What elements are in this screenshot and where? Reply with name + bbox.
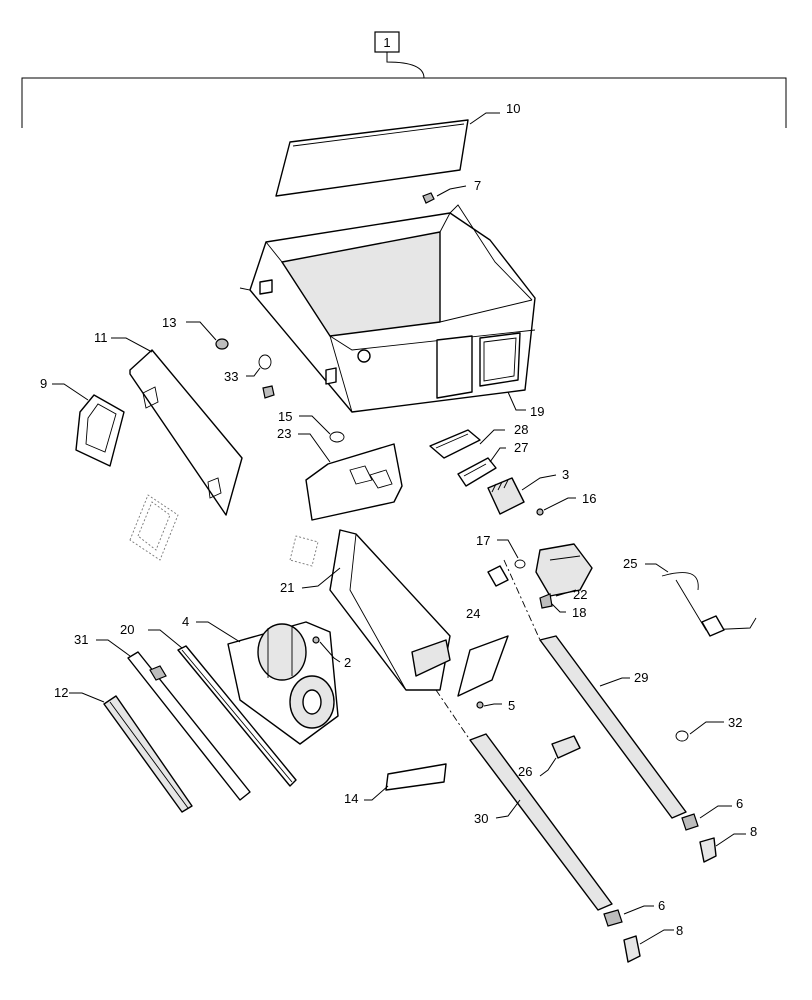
callout-18: 18 bbox=[572, 605, 586, 620]
callout-4: 4 bbox=[182, 614, 189, 629]
callout-16: 16 bbox=[582, 491, 596, 506]
part-8-elbow-upper[interactable] bbox=[699, 833, 746, 863]
callout-25: 25 bbox=[623, 556, 637, 571]
part-27-bracket[interactable] bbox=[457, 447, 506, 487]
assembly-number: 1 bbox=[383, 35, 390, 50]
callout-17: 17 bbox=[476, 533, 490, 548]
callout-8a: 8 bbox=[750, 824, 757, 839]
assembly-bracket bbox=[21, 52, 787, 128]
part-2-screw[interactable] bbox=[312, 636, 341, 663]
callout-30: 30 bbox=[474, 811, 488, 826]
callout-15: 15 bbox=[278, 409, 292, 424]
part-32-oring[interactable] bbox=[675, 721, 724, 742]
part-13-grommet[interactable] bbox=[186, 321, 229, 350]
part-31-strip[interactable] bbox=[96, 639, 251, 801]
callout-12: 12 bbox=[54, 685, 68, 700]
callout-6a: 6 bbox=[736, 796, 743, 811]
part-19-housing[interactable] bbox=[239, 204, 536, 413]
callout-29: 29 bbox=[634, 670, 648, 685]
part-20-frame[interactable] bbox=[148, 629, 297, 787]
part-26-pad[interactable] bbox=[539, 735, 581, 777]
callout-10: 10 bbox=[506, 101, 520, 116]
part-8-elbow-lower[interactable] bbox=[623, 929, 674, 963]
callout-14: 14 bbox=[344, 791, 358, 806]
part-15-washer[interactable] bbox=[299, 415, 345, 443]
callout-11: 11 bbox=[94, 330, 108, 345]
callout-6b: 6 bbox=[658, 898, 665, 913]
part-12-filter[interactable] bbox=[69, 692, 193, 813]
part-25-sensor[interactable] bbox=[645, 563, 757, 637]
callout-26: 26 bbox=[518, 764, 532, 779]
part-21-core[interactable] bbox=[289, 529, 451, 691]
part-9-frame[interactable] bbox=[52, 383, 179, 561]
callout-31: 31 bbox=[74, 632, 88, 647]
callout-8b: 8 bbox=[676, 923, 683, 938]
part-16-screw[interactable] bbox=[536, 497, 576, 516]
part-22-valve[interactable] bbox=[535, 543, 593, 597]
part-30-pipe[interactable] bbox=[469, 733, 613, 911]
part-7-clip[interactable] bbox=[422, 185, 467, 204]
part-4-blower[interactable] bbox=[196, 621, 339, 745]
callout-3: 3 bbox=[562, 467, 569, 482]
part-28-bracket[interactable] bbox=[429, 429, 505, 459]
callout-9: 9 bbox=[40, 376, 47, 391]
assembly-callout[interactable]: 1 bbox=[374, 31, 400, 53]
callout-7: 7 bbox=[474, 178, 481, 193]
part-6-nut-upper[interactable] bbox=[681, 805, 732, 831]
callout-20: 20 bbox=[120, 622, 134, 637]
callout-32: 32 bbox=[728, 715, 742, 730]
part-11-panel[interactable] bbox=[111, 337, 243, 516]
callout-33: 33 bbox=[224, 369, 238, 384]
callout-5: 5 bbox=[508, 698, 515, 713]
part-5-screw[interactable] bbox=[476, 701, 502, 709]
part-17-fitting[interactable] bbox=[487, 539, 526, 587]
callout-labels: 10 7 13 11 9 33 15 23 19 28 27 3 16 17 2… bbox=[40, 101, 757, 938]
callout-21: 21 bbox=[280, 580, 294, 595]
part-14-pad[interactable] bbox=[364, 763, 447, 801]
part-33-oring[interactable] bbox=[246, 354, 275, 399]
part-29-pipe[interactable] bbox=[539, 635, 687, 819]
callout-19: 19 bbox=[530, 404, 544, 419]
part-6-nut-lower[interactable] bbox=[603, 905, 654, 927]
part-23-gasket[interactable] bbox=[298, 433, 403, 521]
callout-27: 27 bbox=[514, 440, 528, 455]
callout-13: 13 bbox=[162, 315, 176, 330]
callout-28: 28 bbox=[514, 422, 528, 437]
callout-22: 22 bbox=[573, 587, 587, 602]
part-18-clip[interactable] bbox=[539, 593, 566, 613]
part-24-plate[interactable] bbox=[457, 635, 509, 697]
callout-2: 2 bbox=[344, 655, 351, 670]
part-10-panel[interactable] bbox=[275, 112, 500, 197]
part-3-resistor[interactable] bbox=[487, 474, 557, 515]
callout-24: 24 bbox=[466, 606, 480, 621]
callout-23: 23 bbox=[277, 426, 291, 441]
